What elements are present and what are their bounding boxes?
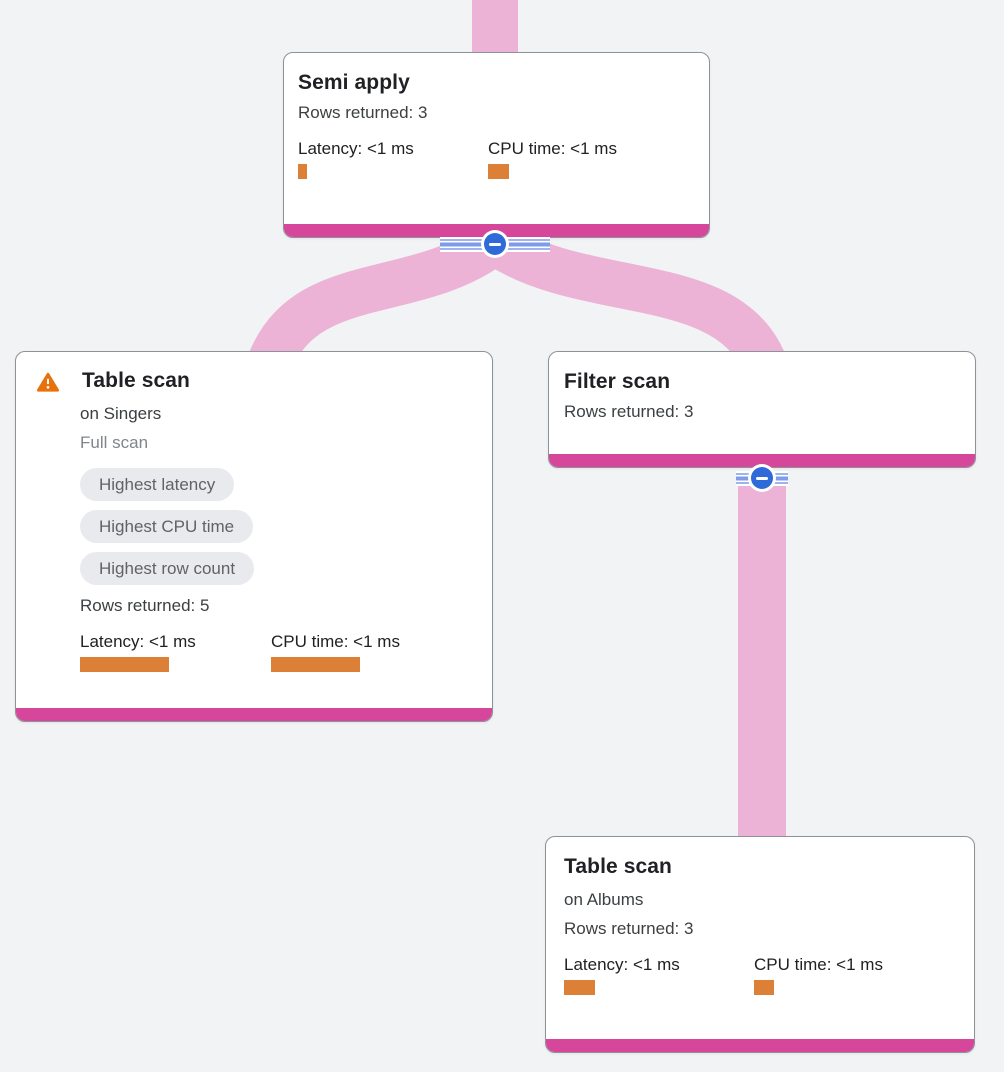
node-table-scan-singers[interactable]: Table scan on Singers Full scan Highest … [15, 351, 493, 722]
node-semi-apply[interactable]: Semi apply Rows returned: 3 Latency: <1 … [283, 52, 710, 238]
metrics-row: Latency: <1 ms CPU time: <1 ms [80, 631, 476, 672]
metrics-row: Latency: <1 ms CPU time: <1 ms [298, 138, 693, 179]
node-table-scan-albums[interactable]: Table scan on Albums Rows returned: 3 La… [545, 836, 975, 1053]
cpu-time-label: CPU time: <1 ms [488, 139, 617, 158]
node-title: Table scan [82, 369, 190, 392]
badge-highest-latency: Highest latency [80, 468, 235, 501]
cpu-time-label: CPU time: <1 ms [271, 632, 400, 651]
metrics-row: Latency: <1 ms CPU time: <1 ms [564, 954, 958, 995]
latency-label: Latency: <1 ms [564, 955, 680, 974]
node-title: Table scan [564, 855, 672, 878]
cpu-metric: CPU time: <1 ms [271, 631, 461, 672]
node-subtitle: on Singers [80, 404, 162, 423]
cpu-time-bar [271, 657, 360, 672]
badge-list: Highest latency Highest CPU time Highest… [80, 468, 476, 585]
cpu-time-bar [488, 164, 509, 179]
latency-metric: Latency: <1 ms [564, 954, 754, 995]
edge-semi-apply-to-filter-scan [488, 226, 788, 378]
node-accent-bar [16, 708, 492, 721]
node-accent-bar [549, 454, 975, 467]
scan-type-label: Full scan [80, 433, 149, 452]
cpu-metric: CPU time: <1 ms [754, 954, 944, 995]
latency-metric: Latency: <1 ms [80, 631, 271, 672]
collapse-button-semi-apply[interactable] [484, 233, 506, 255]
node-filter-scan[interactable]: Filter scan Rows returned: 3 [548, 351, 976, 468]
node-accent-bar [546, 1039, 974, 1052]
cpu-metric: CPU time: <1 ms [488, 138, 678, 179]
latency-bar [564, 980, 595, 995]
node-accent-bar [284, 224, 709, 237]
badge-highest-cpu-time: Highest CPU time [80, 510, 254, 543]
badge-highest-row-count: Highest row count [80, 552, 255, 585]
cpu-time-label: CPU time: <1 ms [754, 955, 883, 974]
node-title: Semi apply [298, 71, 410, 94]
edge-filter-scan-to-table-scan-albums [738, 474, 786, 838]
warning-icon [37, 372, 59, 392]
rows-returned: Rows returned: 5 [80, 596, 210, 615]
cpu-time-bar [754, 980, 774, 995]
rows-returned: Rows returned: 3 [564, 919, 694, 938]
latency-bar [298, 164, 307, 179]
latency-label: Latency: <1 ms [298, 139, 414, 158]
edge-semi-apply-to-table-scan-singers [246, 226, 503, 377]
latency-metric: Latency: <1 ms [298, 138, 488, 179]
rows-returned: Rows returned: 3 [298, 103, 428, 122]
node-header: Table scan [31, 368, 476, 394]
node-subtitle: on Albums [564, 890, 644, 909]
latency-label: Latency: <1 ms [80, 632, 196, 651]
latency-bar [80, 657, 169, 672]
edge-input-to-semi-apply [472, 0, 518, 54]
collapse-button-filter-scan[interactable] [751, 467, 773, 489]
rows-returned: Rows returned: 3 [564, 402, 694, 421]
node-title: Filter scan [564, 370, 671, 393]
